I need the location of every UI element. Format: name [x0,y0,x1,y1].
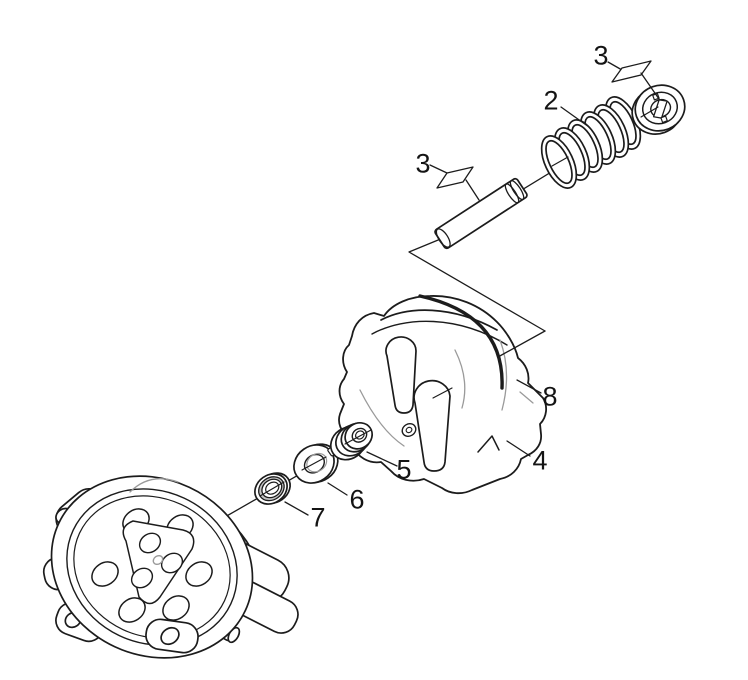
callout-label-bearing-ring: 5 [396,454,412,485]
pressure-spring [540,96,642,189]
pump-head-housing [338,295,547,495]
axis-zigzag-tail [497,330,546,358]
threaded-bore [401,423,417,437]
bolt-hole [160,626,180,646]
axis-zigzag-upper [408,237,546,332]
axis-through-holes [259,106,659,497]
leader-6 [327,482,348,496]
callout-label-oil-seal: 7 [310,502,326,533]
keyhole-slot-center [413,379,451,472]
callout-label-spring: 2 [543,85,559,116]
leader-3-top [607,60,660,100]
o-ring [418,294,504,390]
callout-leaders [284,60,660,516]
swash-plate-bores [130,532,184,589]
leader-5 [366,451,398,467]
leader-2 [560,106,590,128]
leader-8 [516,379,542,394]
cylinder-head-casing [42,475,299,659]
callout-label-retainer-disc: 3 [593,40,609,71]
leader-7 [284,501,309,516]
leader-3-left [429,164,480,201]
callout-label-housing: 4 [532,445,548,476]
retainer-disc [631,84,686,135]
callout-label-o-ring: 8 [542,381,558,412]
callout-label-washer: 6 [349,484,365,515]
keyhole-slot-upper [385,336,417,414]
callout-label-piston-pin: 3 [415,148,431,179]
piston-pin [434,177,528,250]
piston-bores [91,508,213,623]
leader-4 [506,440,531,457]
